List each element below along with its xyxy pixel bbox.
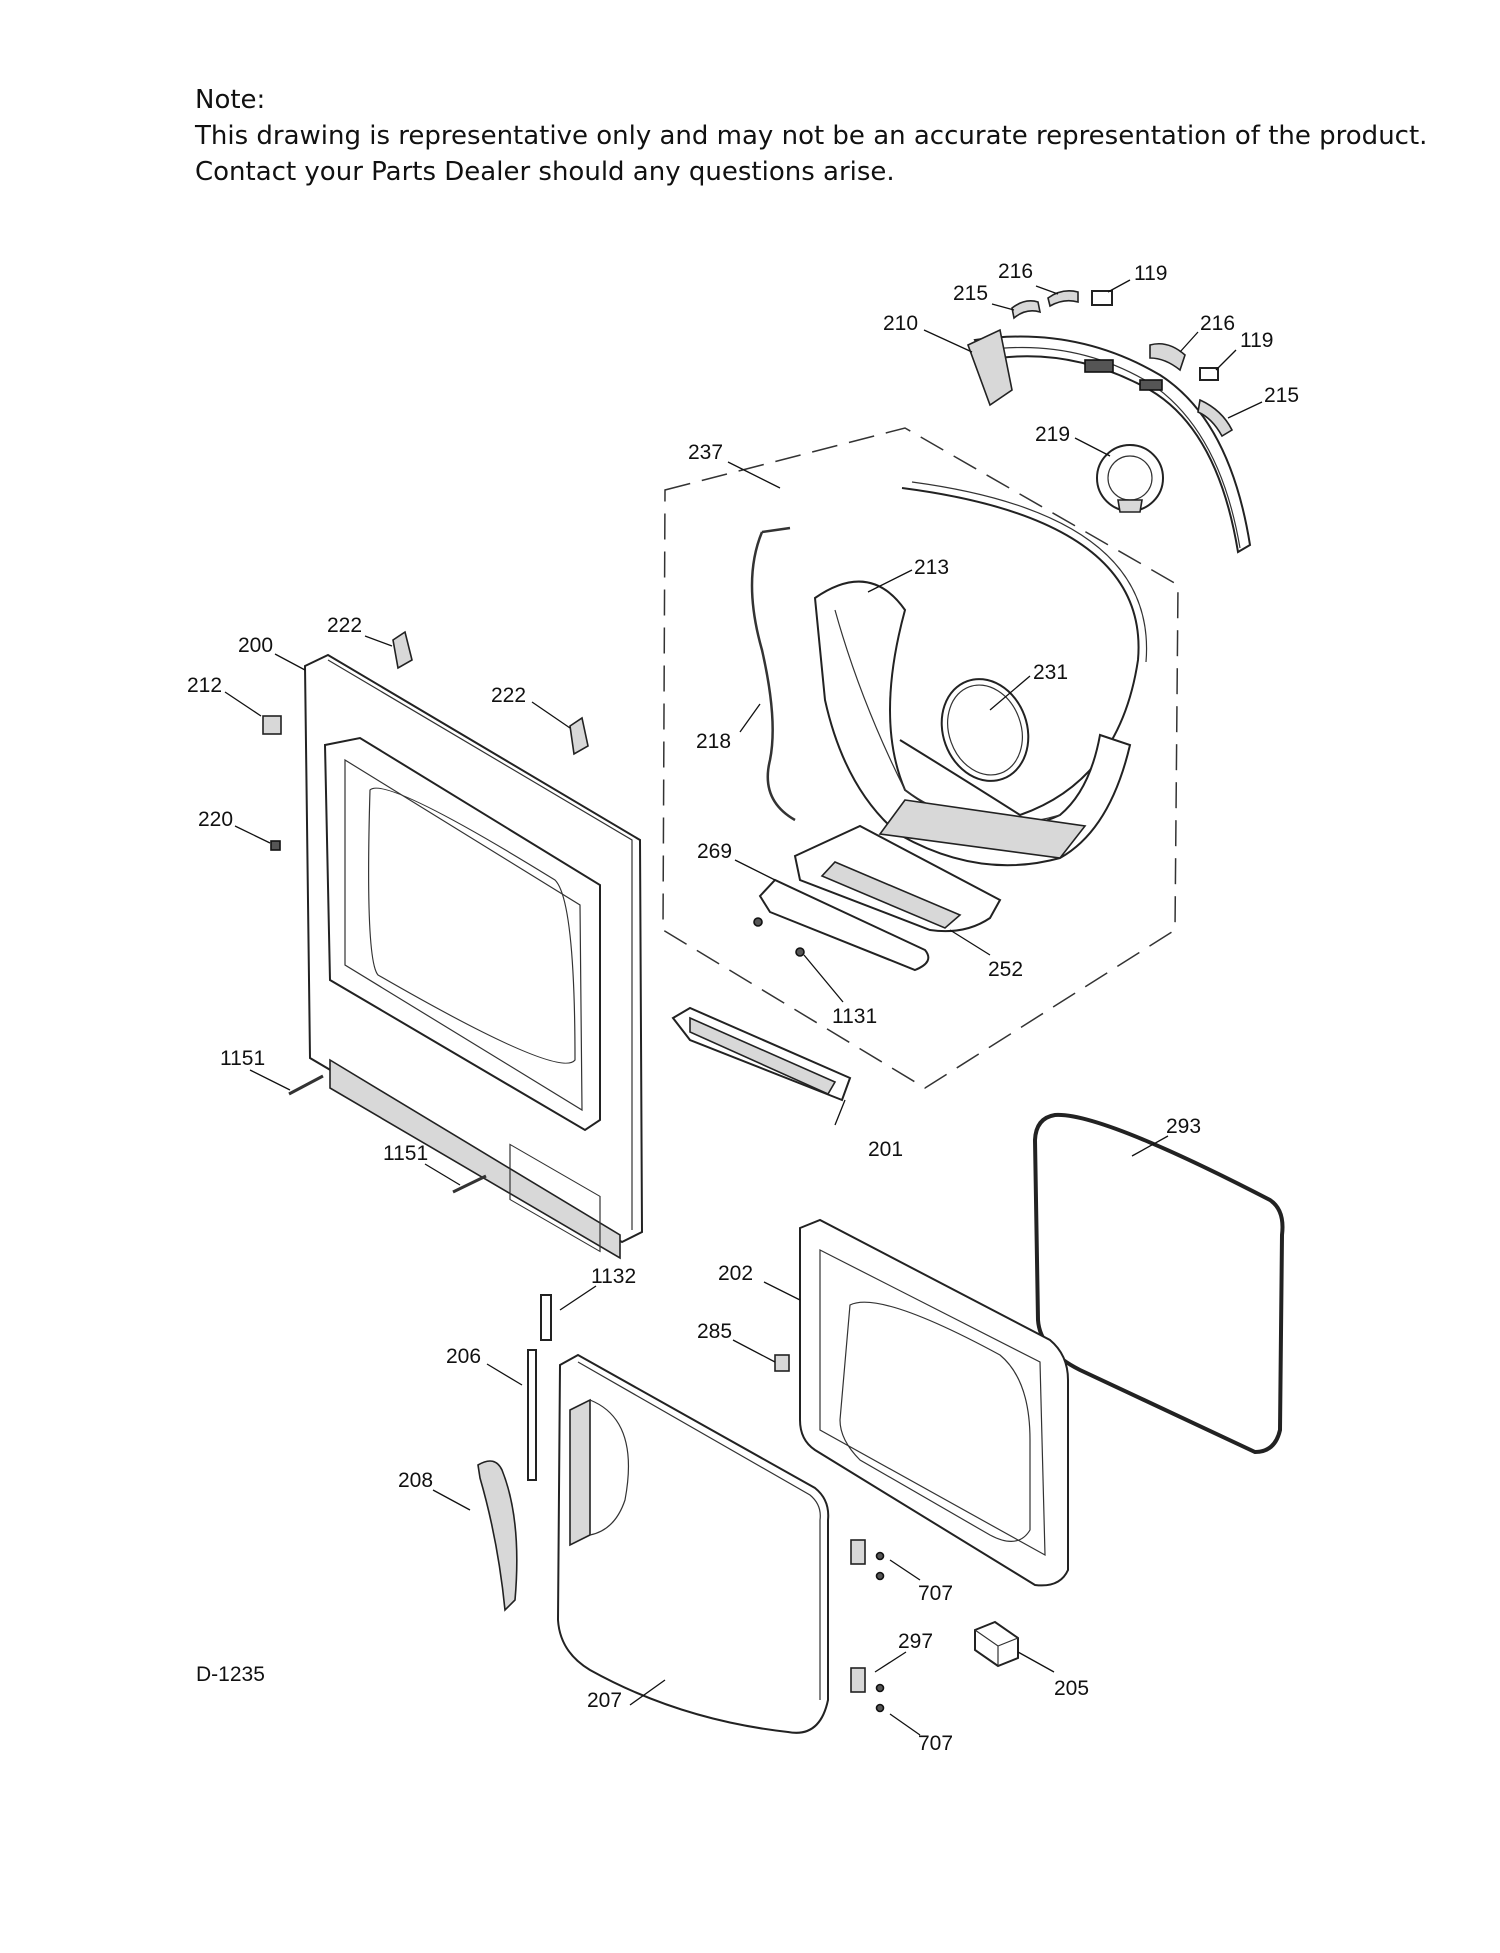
label-222-left: 222 bbox=[327, 614, 362, 637]
label-216-top: 216 bbox=[998, 260, 1033, 283]
label-206: 206 bbox=[446, 1345, 481, 1368]
label-1132: 1132 bbox=[591, 1265, 636, 1288]
label-200: 200 bbox=[238, 634, 273, 657]
glide-216-top bbox=[1047, 290, 1079, 308]
door-gasket-293 bbox=[1032, 1112, 1285, 1455]
door-inner-frame-202 bbox=[799, 1218, 1069, 1587]
label-285: 285 bbox=[697, 1320, 732, 1343]
label-222-right: 222 bbox=[491, 684, 526, 707]
label-215-right: 215 bbox=[1264, 384, 1299, 407]
label-119-right: 119 bbox=[1240, 329, 1273, 352]
label-252: 252 bbox=[988, 958, 1023, 981]
lint-duct-252 bbox=[793, 824, 1002, 933]
label-216-right: 216 bbox=[1200, 312, 1235, 335]
screws-707-upper bbox=[875, 1551, 885, 1581]
bulkhead-bracket-210 bbox=[966, 328, 1252, 554]
label-215-top: 215 bbox=[953, 282, 988, 305]
clip-220 bbox=[270, 840, 281, 851]
catch-285 bbox=[774, 1354, 790, 1372]
felt-pad-119-right bbox=[1199, 367, 1219, 381]
label-119-top: 119 bbox=[1134, 262, 1167, 285]
front-panel-200 bbox=[303, 653, 644, 1260]
drawing-code: D-1235 bbox=[196, 1663, 265, 1686]
label-1131: 1131 bbox=[832, 1005, 877, 1028]
felt-pad-119-top bbox=[1091, 290, 1113, 306]
label-220: 220 bbox=[198, 808, 233, 831]
glide-216-right bbox=[1149, 342, 1186, 372]
label-237: 237 bbox=[688, 441, 723, 464]
label-208: 208 bbox=[398, 1469, 433, 1492]
lint-filter-housing-201 bbox=[671, 1006, 852, 1102]
screw-1151-left bbox=[288, 1074, 324, 1096]
strip-1132 bbox=[540, 1294, 552, 1341]
label-213: 213 bbox=[914, 556, 949, 579]
note-line-1: This drawing is representative only and … bbox=[195, 121, 1428, 151]
label-293: 293 bbox=[1166, 1115, 1201, 1138]
note-block: Note: This drawing is representative onl… bbox=[195, 82, 1427, 190]
label-1151-right: 1151 bbox=[383, 1142, 428, 1165]
switch-212 bbox=[262, 715, 282, 735]
note-line-2: Contact your Parts Dealer should any que… bbox=[195, 157, 895, 187]
hinge-297 bbox=[850, 1667, 866, 1693]
label-201: 201 bbox=[868, 1138, 903, 1161]
screw-1131 bbox=[753, 917, 805, 957]
screw-1151-right bbox=[452, 1174, 487, 1194]
handle-208 bbox=[477, 1460, 518, 1612]
glide-215-right bbox=[1197, 398, 1234, 438]
hinge-upper bbox=[850, 1539, 866, 1565]
part-labels: 216 119 215 210 216 119 215 219 237 213 … bbox=[187, 260, 1299, 1755]
label-210: 210 bbox=[883, 312, 918, 335]
label-205: 205 bbox=[1054, 1677, 1089, 1700]
rear-seal-231 bbox=[940, 678, 1030, 782]
label-231: 231 bbox=[1033, 661, 1068, 684]
door-outer-panel-207 bbox=[556, 1353, 830, 1734]
label-1151-left: 1151 bbox=[220, 1047, 265, 1070]
label-202: 202 bbox=[718, 1262, 753, 1285]
duct-cover-269 bbox=[758, 878, 930, 972]
sensor-wire-218 bbox=[750, 526, 796, 822]
label-219: 219 bbox=[1035, 423, 1070, 446]
bracket-222-right bbox=[569, 716, 589, 756]
label-297: 297 bbox=[898, 1630, 933, 1653]
label-707-upper: 707 bbox=[918, 1582, 953, 1605]
trim-206 bbox=[527, 1349, 537, 1481]
group-outline-237 bbox=[662, 427, 1179, 1089]
note-heading: Note: bbox=[195, 85, 266, 115]
label-207: 207 bbox=[587, 1689, 622, 1712]
bulkhead-frame bbox=[813, 580, 1132, 867]
label-707-lower: 707 bbox=[918, 1732, 953, 1755]
bracket-222-left bbox=[392, 630, 413, 670]
label-269: 269 bbox=[697, 840, 732, 863]
leader-lines bbox=[224, 279, 1263, 1736]
label-212: 212 bbox=[187, 674, 222, 697]
block-205 bbox=[974, 1620, 1019, 1668]
label-218: 218 bbox=[696, 730, 731, 753]
screws-707-lower bbox=[875, 1683, 885, 1713]
gasket-ring-219 bbox=[1096, 444, 1164, 513]
glide-215-top bbox=[1011, 300, 1042, 320]
